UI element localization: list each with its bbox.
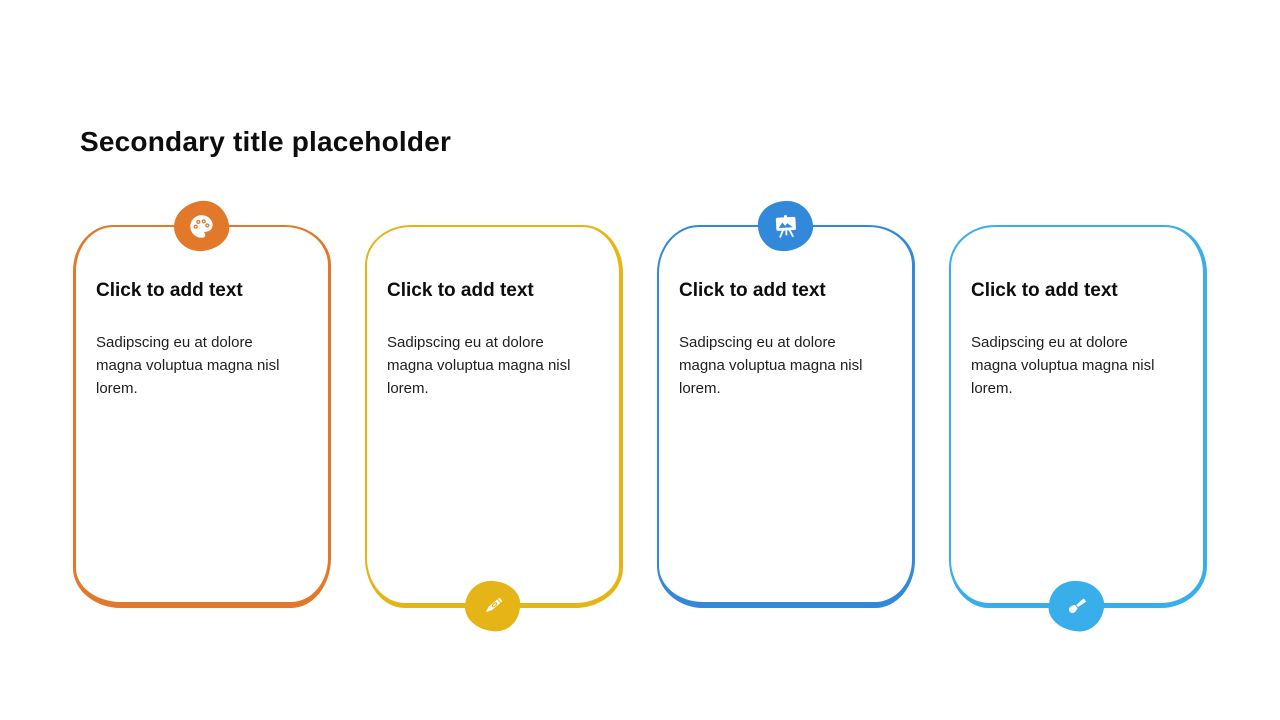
card-1-body[interactable]: Sadipscing eu at dolore magna voluptua m… xyxy=(96,333,280,397)
card-4: Click to add text Sadipscing eu at dolor… xyxy=(949,225,1207,635)
card-3-icon-badge xyxy=(756,199,814,253)
card-2: Click to add text Sadipscing eu at dolor… xyxy=(365,225,623,634)
card-3-body[interactable]: Sadipscing eu at dolore magna voluptua m… xyxy=(679,333,863,397)
card-3-heading[interactable]: Click to add text xyxy=(679,280,826,301)
card-1: Click to add text Sadipscing eu at dolor… xyxy=(73,198,331,608)
pencil-icon xyxy=(478,591,507,620)
card-3: Click to add text Sadipscing eu at dolor… xyxy=(657,199,915,608)
card-4-icon-badge xyxy=(1045,577,1108,635)
card-2-icon-badge xyxy=(462,578,523,634)
card-1-heading[interactable]: Click to add text xyxy=(96,280,243,301)
cards-row: Click to add text Sadipscing eu at dolor… xyxy=(73,198,1207,635)
slide-title[interactable]: Secondary title placeholder xyxy=(80,126,452,157)
card-2-heading[interactable]: Click to add text xyxy=(387,280,534,301)
card-2-body[interactable]: Sadipscing eu at dolore magna voluptua m… xyxy=(387,333,571,397)
paintbrush-icon xyxy=(1061,591,1091,621)
easel-icon xyxy=(770,211,799,240)
card-4-body[interactable]: Sadipscing eu at dolore magna voluptua m… xyxy=(971,333,1155,397)
card-4-heading[interactable]: Click to add text xyxy=(971,280,1118,301)
palette-icon xyxy=(187,211,217,241)
card-1-icon-badge xyxy=(171,198,232,254)
